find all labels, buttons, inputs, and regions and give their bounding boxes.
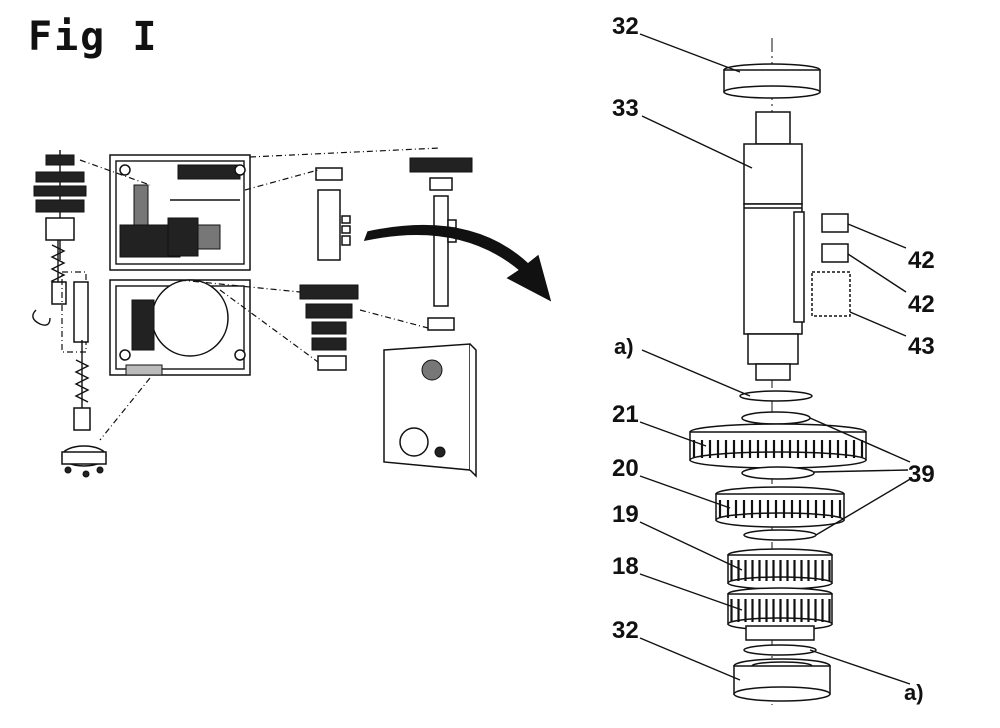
callout-32-top: 32 [612,13,639,40]
gearbox-overview [32,147,552,478]
callout-42-upper: 42 [908,247,935,274]
gear-18 [727,587,833,641]
callout-39: 39 [908,461,935,488]
gear-20 [715,486,845,528]
spacer-ring-2 [741,466,815,480]
spacer-ring-3 [743,529,817,541]
callout-33: 33 [612,95,639,122]
callout-21: 21 [612,401,639,428]
washer-bottom [743,644,817,656]
right-shaft-assembly [409,157,473,331]
callout-32-bottom: 32 [612,617,639,644]
gear-21 [689,423,867,469]
callout-42-lower: 42 [908,291,935,318]
left-shaft-assembly [32,150,107,478]
callout-a-top: a) [614,334,634,359]
key-parts [811,213,851,317]
callout-leader-lines [639,33,913,685]
highlighted-shaft-assembly [299,167,359,371]
gearbox-housing [109,154,251,376]
exploded-shaft-view: 32 33 42 42 43 a) 21 39 20 19 18 32 a) [612,13,935,705]
motor-cover-box [383,343,477,478]
bottom-bearing [733,658,831,702]
assembly-connection-lines [79,147,441,441]
callout-43: 43 [908,333,935,360]
gear-19 [727,548,833,590]
callout-18: 18 [612,553,639,580]
spacer-ring-1 [741,411,811,425]
zoom-arrow [363,224,552,302]
top-bearing [723,63,821,99]
callout-20: 20 [612,455,639,482]
figure-title: Fig I [28,14,159,60]
callout-19: 19 [612,501,639,528]
main-shaft [743,111,805,381]
callout-a-bottom: a) [904,680,924,705]
washer-top [739,390,813,402]
